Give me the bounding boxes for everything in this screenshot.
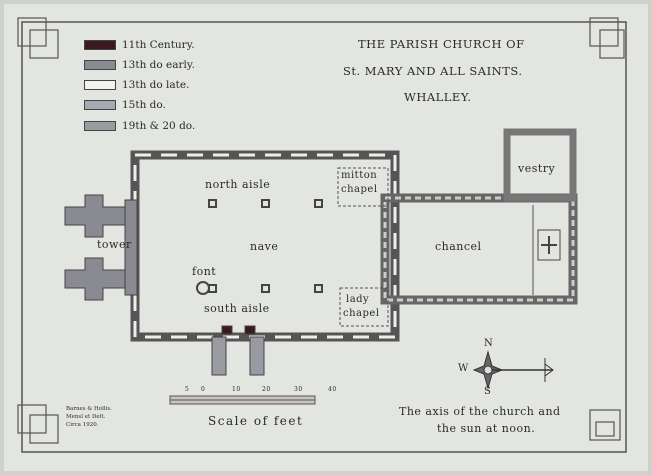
compass-caption-2: the sun at noon. — [437, 422, 536, 435]
scale-tick: 30 — [294, 386, 303, 393]
scale-tick: 5 — [185, 386, 190, 393]
porch-walls — [211, 325, 265, 376]
compass-rose-icon — [472, 350, 554, 390]
label-nave: nave — [250, 240, 279, 253]
label-mitton: mitton — [341, 170, 378, 181]
legend-label: 19th & 20 do. — [122, 119, 196, 132]
corner-ornaments — [17, 17, 625, 444]
label-south-aisle: south aisle — [204, 302, 270, 315]
legend-swatch — [84, 79, 116, 90]
credit-line-3: Circa 1920. — [66, 422, 99, 428]
compass-west: W — [458, 363, 469, 374]
scale-label: Scale of feet — [208, 414, 304, 428]
credit-line-1: Barnes & Hollis. — [66, 406, 112, 412]
scale-tick: 10 — [232, 386, 241, 393]
tower-walls — [64, 194, 138, 301]
altar — [537, 229, 561, 261]
title-line-1: THE PARISH CHURCH OF — [358, 37, 525, 51]
compass-caption-1: The axis of the church and — [399, 405, 561, 418]
chancel-walls — [380, 193, 578, 305]
label-north-aisle: north aisle — [205, 178, 271, 191]
scale-tick: 20 — [262, 386, 271, 393]
label-font: font — [192, 265, 217, 278]
legend-item: 13th do early. — [84, 58, 195, 71]
scale-tick: 40 — [328, 386, 337, 393]
cross-icon — [541, 236, 557, 254]
legend-swatch — [84, 99, 116, 110]
label-vestry: vestry — [518, 162, 556, 175]
label-mitton-chapel: chapel — [341, 184, 378, 195]
label-lady: lady — [346, 294, 370, 305]
legend-swatch — [84, 39, 116, 50]
scale-tick: 0 — [201, 386, 206, 393]
frame-border — [21, 21, 627, 453]
legend-label: 13th do early. — [122, 58, 195, 71]
font-symbol — [196, 281, 210, 295]
label-chancel: chancel — [435, 240, 482, 253]
legend-item: 11th Century. — [84, 38, 195, 51]
legend-label: 15th do. — [122, 98, 166, 111]
legend-label: 11th Century. — [122, 38, 195, 51]
compass-south: S — [484, 386, 492, 397]
scale-bar — [169, 395, 316, 405]
title-line-3: WHALLEY. — [404, 90, 472, 104]
title-line-2: St. MARY AND ALL SAINTS. — [343, 64, 523, 78]
label-tower: tower — [97, 238, 132, 251]
legend-item: 15th do. — [84, 98, 166, 111]
compass-north: N — [484, 338, 494, 349]
legend-item: 19th & 20 do. — [84, 119, 195, 132]
legend-item: 13th do late. — [84, 78, 189, 91]
vestry-walls — [503, 128, 577, 202]
label-lady-chapel: chapel — [343, 308, 380, 319]
legend-label: 13th do late. — [122, 78, 190, 91]
mitton-chapel-outline — [337, 167, 389, 207]
lady-chapel-outline — [339, 287, 389, 327]
credit-line-2: Mensl et Delt. — [66, 414, 106, 420]
legend-swatch — [84, 120, 116, 131]
legend-swatch — [84, 59, 116, 70]
